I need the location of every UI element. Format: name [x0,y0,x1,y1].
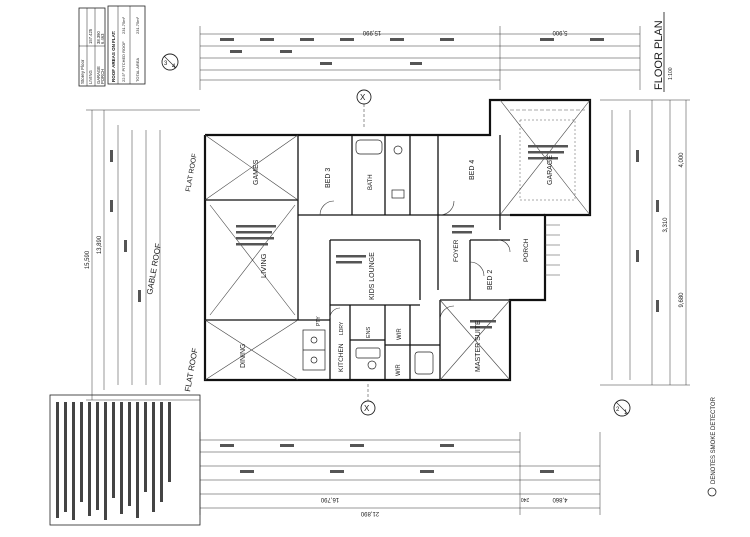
door-swings [319,200,511,321]
section-marker-number: 2 [616,407,620,413]
dimension-bottom-inner: 16,790 [320,496,339,502]
roof-areas-table: ROOF AREAS ON FLAT: 22.5° PITCHED ROOF 2… [107,5,146,85]
area-table: Storey Floor LIVING 157.425 GARAGE 38.39… [78,7,106,87]
area-table-header: Storey Floor [80,59,85,84]
section-marker-sheet: 1 [624,410,628,416]
room-label-pty: PTY [316,316,322,326]
sheet-scale: 1:100 [668,67,674,80]
dimension-ticks [110,38,659,473]
garage-detail [510,109,585,201]
right-dimensions [600,99,690,386]
dimension-right-upper: 4,000 [679,152,685,168]
dimension-right-overall: 9,680 [679,292,685,308]
room-label-games: GAMES [253,159,260,185]
dimension-bottom-overall: 21,890 [360,510,379,516]
smoke-detector-icon [707,487,717,497]
dimension-bottom-right: 4,860 [552,496,568,502]
section-marker-bottom: 2 1 [613,399,631,417]
dimension-bottom-small: 240 [521,496,530,502]
dimension-left-inner: 13,890 [97,235,103,254]
room-label-bath: BATH [368,174,374,190]
room-label-wir: WIR [396,364,402,376]
ceiling-diagonals [204,99,591,381]
top-dimensions [199,26,641,90]
section-marker-sheet: 4 [172,64,176,70]
room-label-wir: WIR [397,328,403,340]
room-label-kitchen: KITCHEN [338,343,345,372]
roof-labels: GABLE ROOF FLAT ROOF FLAT ROOF [145,153,200,392]
dimension-left-overall: 15,590 [85,250,91,269]
section-marker-number: 3 [164,61,168,67]
room-label-master-suite: MASTER SUITE [475,320,482,372]
room-labels: GAMES BED 3 BATH BED 4 GARAGE LIVING KID… [240,155,554,376]
room-label-kids-lounge: KIDS LOUNGE [369,252,376,300]
area-table-row-name: LIVING [88,70,93,84]
dimension-top-right: 5,900 [552,29,568,35]
callout-marks [236,145,568,329]
grid-marker-bottom: X [360,384,376,416]
area-table-row-value: 157.425 [88,28,93,44]
roof-area-name: TOTAL AREA [135,58,140,82]
legend-smoke-detector: DENOTES SMOKE DETECTOR [707,396,717,497]
grid-marker-top: X [356,89,372,128]
room-label-ens: ENS [366,326,372,338]
roof-label-gable: GABLE ROOF [145,242,163,295]
room-label-bed2: BED 2 [487,270,494,290]
room-label-ldry: LDRY [339,321,345,335]
sheet-title: FLOOR PLAN [653,20,665,90]
roof-label-flat-top: FLAT ROOF [185,153,199,192]
dimension-right-mid: 3,310 [663,217,669,233]
notes-box [49,394,201,526]
grid-marker-label: X [360,93,366,102]
room-label-foyer: FOYER [453,239,460,262]
area-table-row-name: GARAGE [96,66,101,84]
dimension-top-overall: 15,990 [362,29,381,35]
legend-text: DENOTES SMOKE DETECTOR [711,396,717,484]
fixtures [302,139,434,375]
room-label-bed3: BED 3 [325,168,332,188]
grid-marker-label: X [364,404,370,413]
room-label-living: LIVING [259,253,268,278]
room-label-garage: GARAGE [547,155,554,185]
section-marker-top: 3 4 [161,53,179,71]
roof-area-name: 22.5° PITCHED ROOF [121,41,126,82]
area-table-row-name: PORCH [100,69,105,84]
roof-area-value: 231.75m² [135,16,140,34]
area-table-row-value: 38.390 [96,31,101,44]
roof-area-value: 231.75m² [121,16,126,34]
roof-label-flat-left: FLAT ROOF [183,347,200,392]
room-label-dining: DINING [240,344,247,369]
room-label-porch: PORCH [523,238,530,262]
roof-areas-title: ROOF AREAS ON FLAT: [111,30,116,82]
bottom-dimensions [199,432,601,515]
room-label-bed4: BED 4 [469,160,476,180]
porch-steps [545,224,560,276]
left-dimensions [86,109,200,401]
area-table-row-value: 6.463 [100,33,105,44]
